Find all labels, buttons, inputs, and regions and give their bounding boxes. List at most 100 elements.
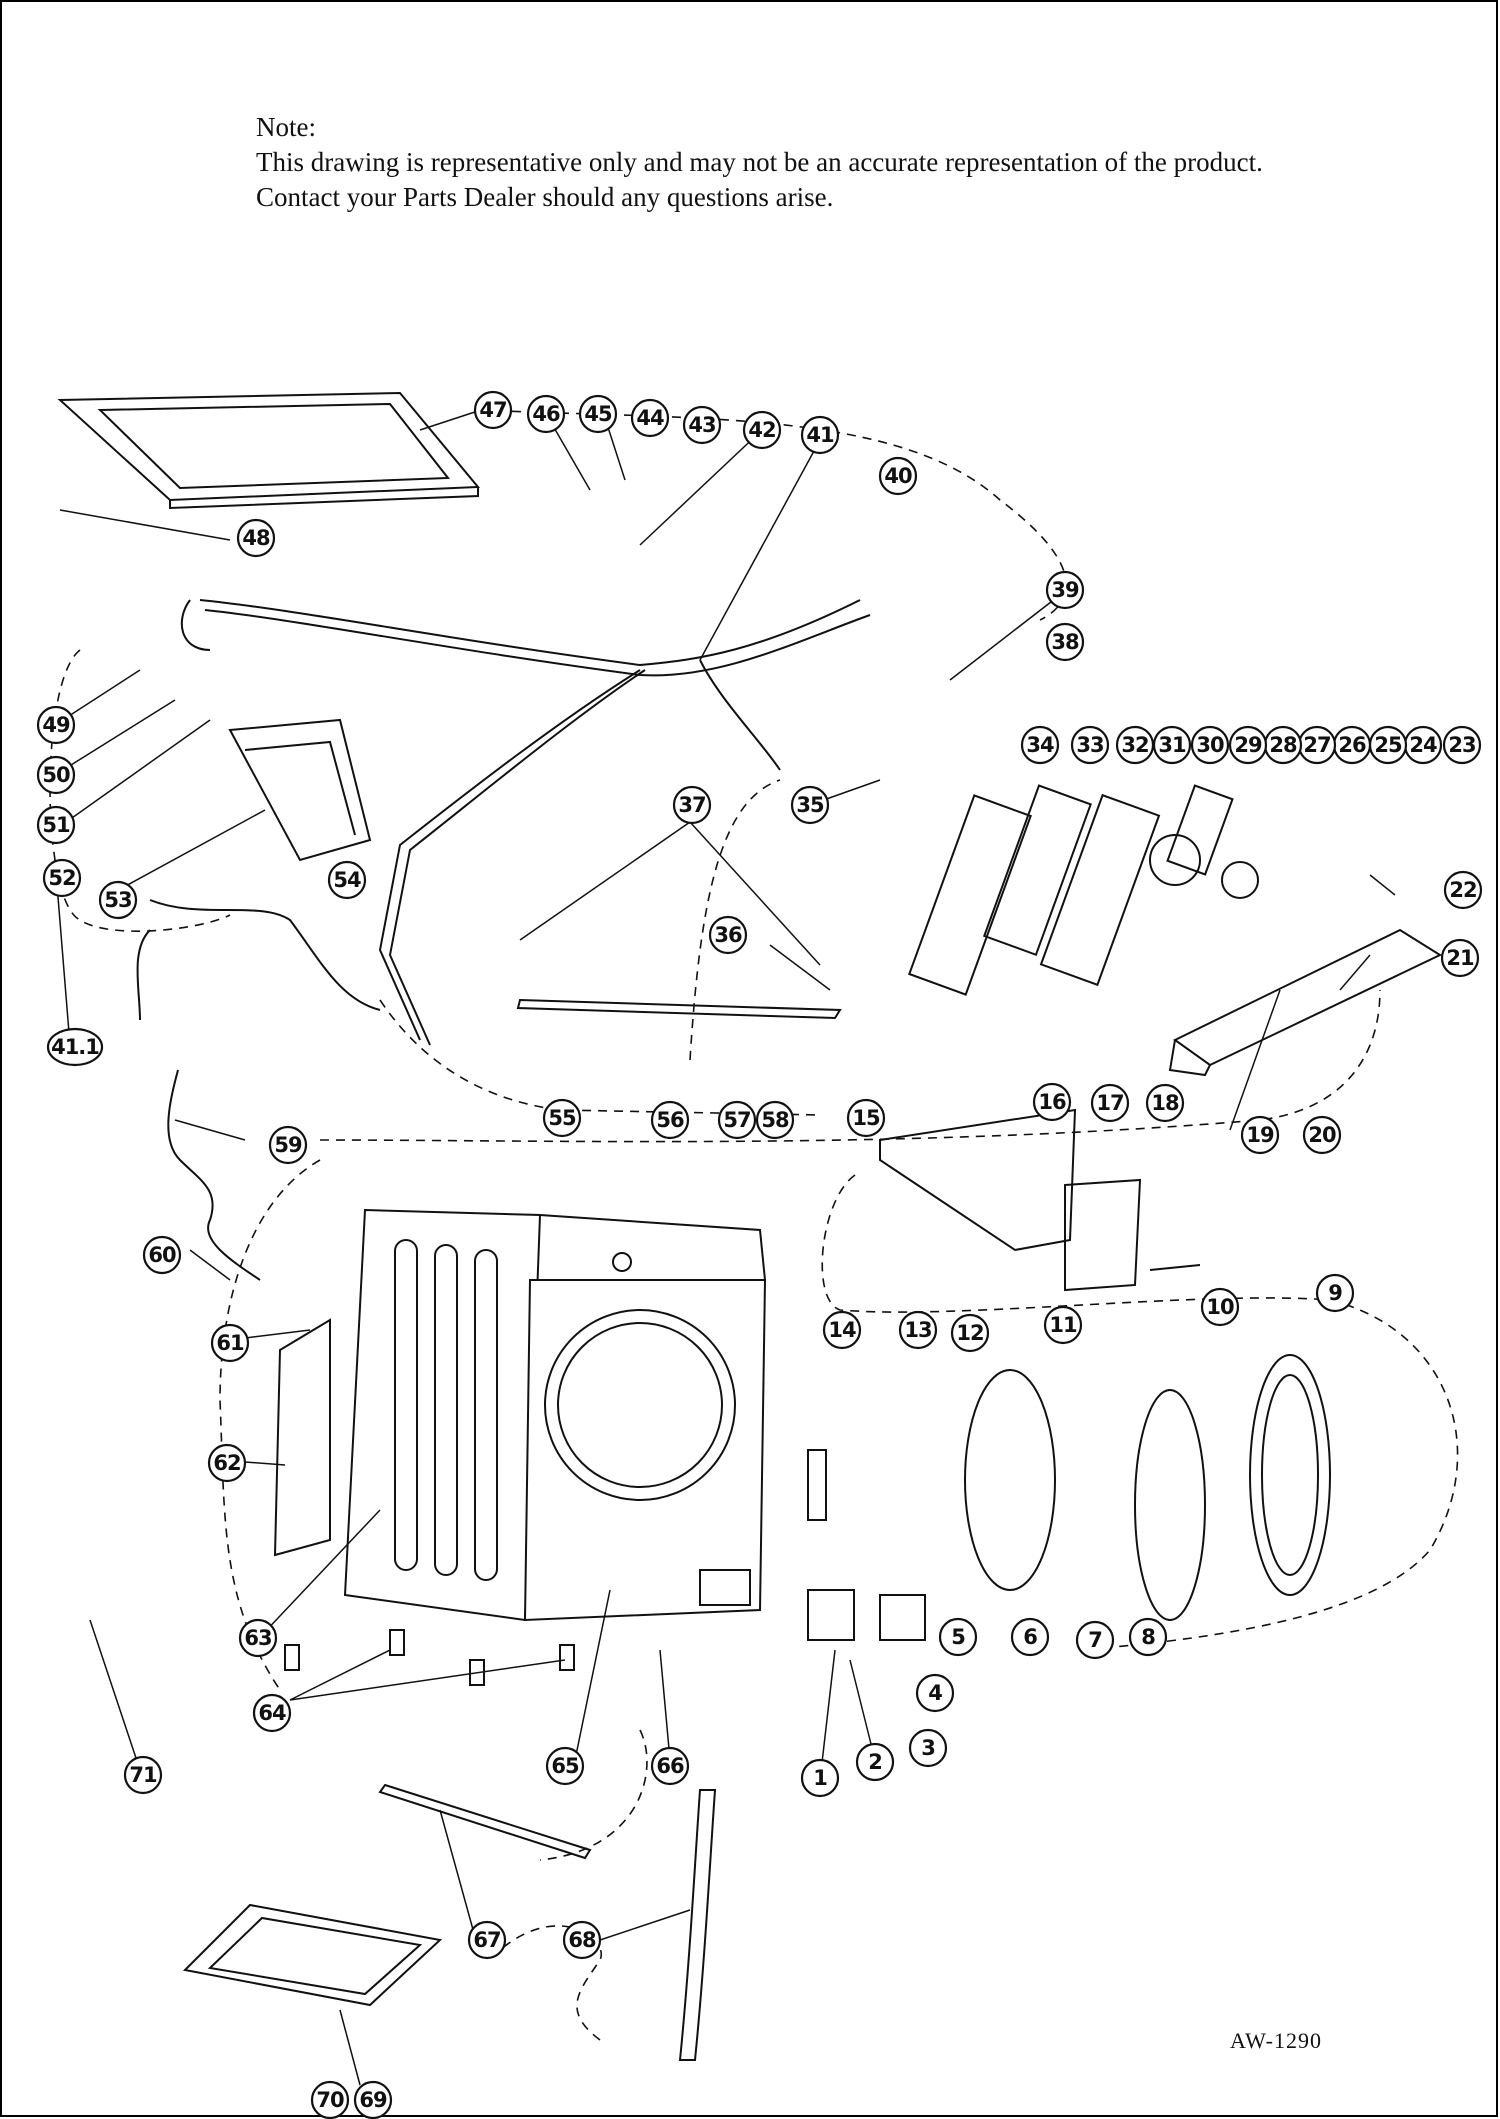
callout-circle [36,755,76,795]
callout-circle [542,1098,582,1138]
callout-number: 1 [813,1766,827,1790]
callout-circle [310,2080,350,2119]
callout-circle [268,1125,308,1165]
callout-number: 7 [1088,1628,1102,1652]
callout-37: 37 [672,785,712,825]
callout-number: 21 [1446,946,1474,970]
callout-number: 4 [928,1681,942,1705]
callout-number: 22 [1449,878,1476,902]
callout-circle [1045,622,1085,662]
callout-36: 36 [708,915,748,955]
callout-circle [252,1693,292,1733]
detergent-dispenser [228,718,372,862]
callout-circle [1045,570,1085,610]
base-tray [182,1903,443,2007]
note-heading: Note: [256,112,316,142]
callout-circle [1228,725,1268,765]
callout-circle [650,1746,690,1786]
callout-circle [1240,1115,1280,1155]
callout-circle [898,1310,938,1350]
callout-circle [855,1742,895,1782]
callout-12: 12 [950,1313,990,1353]
callout-number: 19 [1246,1123,1274,1147]
callout-number: 13 [904,1318,931,1342]
callout-number: 41.1 [51,1035,99,1059]
callout-69: 69 [353,2080,393,2119]
callout-circle [327,860,367,900]
callout-11: 11 [1043,1305,1083,1345]
callout-circle [562,1920,602,1960]
callout-number: 20 [1308,1123,1336,1147]
circuit-boards [908,784,1259,996]
callout-number: 17 [1096,1091,1123,1115]
callout-circle [123,1755,163,1795]
callout-number: 44 [636,406,664,430]
callout-circle [545,1746,585,1786]
callout-circle [1090,1083,1130,1123]
callout-number: 59 [274,1133,302,1157]
callout-30: 30 [1190,725,1230,765]
callout-number: 2 [868,1750,882,1774]
callout-16: 16 [1032,1082,1072,1122]
control-panel [1168,928,1443,1077]
callout-number: 35 [796,793,824,817]
callout-59: 59 [268,1125,308,1165]
callout-number: 23 [1448,733,1475,757]
callout-circle [950,1313,990,1353]
callout-number: 11 [1049,1313,1077,1337]
callout-circle [578,394,618,434]
callout-number: 43 [688,413,715,437]
callout-number: 69 [359,2088,387,2112]
callout-45: 45 [578,394,618,434]
callout-number: 40 [884,464,912,488]
callout-32: 32 [1115,725,1155,765]
dispenser-drawer [879,1108,1201,1292]
callout-circle [473,390,513,430]
callout-number: 10 [1206,1295,1234,1319]
callout-circle [1075,1620,1115,1660]
callout-circle [1443,870,1483,910]
callout-35: 35 [790,785,830,825]
callout-circle [1315,1273,1355,1313]
callout-49: 49 [36,705,76,745]
callout-circle [682,405,722,445]
callout-number: 28 [1269,733,1297,757]
callout-65: 65 [545,1746,585,1786]
callout-1: 1 [800,1758,840,1798]
callout-21: 21 [1440,938,1480,978]
callout-62: 62 [207,1443,247,1483]
callout-68: 68 [562,1920,602,1960]
callout-number: 56 [656,1108,684,1132]
callout-circle [650,1100,690,1140]
callout-43: 43 [682,405,722,445]
callout-38: 38 [1045,622,1085,662]
callout-number: 52 [48,866,75,890]
callout-circle [822,1310,862,1350]
callout-circle [1032,1082,1072,1122]
wire-harness [136,599,871,1046]
callout-46: 46 [526,394,566,434]
callout-54: 54 [327,860,367,900]
callout-63: 63 [238,1618,278,1658]
callout-number: 66 [656,1754,684,1778]
callout-number: 6 [1023,1625,1037,1649]
callout-41-1: 41.1 [46,1027,104,1067]
callout-22: 22 [1443,870,1483,910]
callout-2: 2 [855,1742,895,1782]
callout-number: 33 [1076,733,1103,757]
callout-circle [846,1098,886,1138]
callout-56: 56 [650,1100,690,1140]
callout-circle [36,805,76,845]
callout-number: 8 [1141,1625,1155,1649]
callout-number: 24 [1409,733,1437,757]
callout-47: 47 [473,390,513,430]
callout-circle [353,2080,393,2119]
callout-5: 5 [938,1617,978,1657]
callout-67: 67 [467,1920,507,1960]
callout-number: 67 [473,1928,500,1952]
door-lock [807,1449,827,1521]
callout-44: 44 [630,398,670,438]
side-panel [273,1318,331,1557]
callout-number: 36 [714,923,742,947]
callout-number: 31 [1158,733,1186,757]
